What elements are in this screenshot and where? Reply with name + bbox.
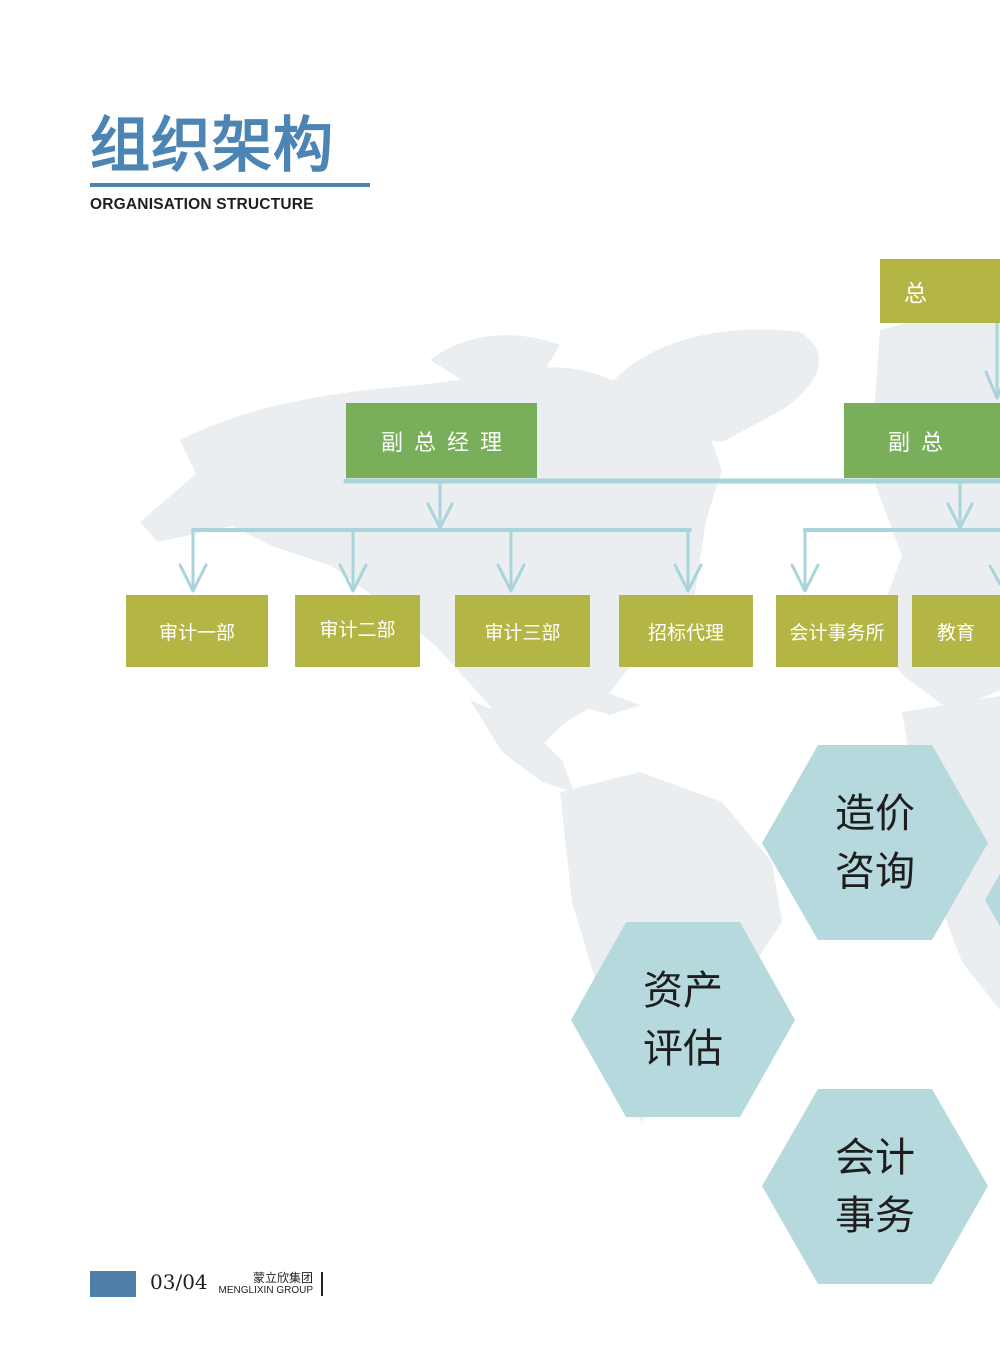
org-box-deputy-2: 副总	[844, 403, 1000, 478]
hexagon-label-line: 会计	[835, 1135, 915, 1181]
org-box-label: 副总	[888, 430, 955, 456]
page-number: 03/04	[150, 1270, 208, 1294]
map-central-america	[470, 700, 574, 792]
hexagon-service-3	[762, 1089, 988, 1284]
hexagon-service-2	[571, 922, 795, 1117]
org-box-label: 副总经理	[380, 430, 513, 456]
hexagon-label-line: 事务	[835, 1193, 915, 1239]
org-box-audit-dept-3: 审计三部	[455, 595, 590, 667]
hexagon-label-line: 评估	[643, 1026, 723, 1072]
arrowhead-dept-2	[338, 563, 368, 593]
arrowhead-dept-6-partial	[988, 564, 1000, 586]
org-box-label: 教育	[936, 621, 975, 644]
arrowhead-dept-1	[178, 563, 208, 593]
arrowhead-top	[984, 370, 1000, 400]
map-greenland	[604, 329, 820, 442]
org-box-general-manager: 总	[880, 259, 1000, 323]
hexagon-label-asset-appraisal: 资产 评估	[570, 962, 796, 1078]
hexagon-label-line: 咨询	[835, 849, 915, 895]
arrowhead-dept-3	[496, 563, 526, 593]
org-box-deputy-1: 副总经理	[346, 403, 537, 478]
org-box-label: 会计事务所	[789, 621, 885, 644]
arrowhead-dept-5	[790, 563, 820, 593]
hexagon-label-accounting-affairs: 会计 事务	[762, 1129, 988, 1245]
page-title: 组织架构	[90, 111, 334, 181]
org-box-bidding-agency: 招标代理	[619, 595, 753, 667]
org-box-accounting-firm: 会计事务所	[776, 595, 898, 667]
org-box-label: 审计三部	[484, 621, 561, 644]
footer-company-name-cn: 蒙立欣集团	[252, 1271, 313, 1285]
hexagon-label-line: 造价	[835, 791, 915, 837]
footer-company-name-en: MENGLIXIN GROUP	[218, 1285, 313, 1296]
org-box-label: 招标代理	[647, 621, 724, 644]
org-box-label: 总	[904, 281, 927, 307]
org-box-label: 审计二部	[319, 618, 396, 641]
hexagon-service-1	[762, 745, 988, 940]
hexagon-partial-right	[985, 873, 1000, 927]
org-box-education: 教育	[912, 595, 1000, 667]
org-box-label: 审计一部	[158, 621, 235, 644]
hexagon-label-line: 资产	[643, 968, 723, 1014]
page-subtitle: ORGANISATION STRUCTURE	[90, 196, 314, 213]
footer-color-block	[90, 1271, 136, 1297]
map-north-islands	[430, 335, 560, 385]
footer-divider	[321, 1272, 323, 1296]
map-caribbean	[560, 690, 640, 715]
title-underline	[90, 183, 370, 187]
org-box-audit-dept-1: 审计一部	[126, 595, 268, 667]
hexagon-label-cost-consulting: 造价 咨询	[762, 785, 988, 901]
arrowhead-dept-4	[673, 563, 703, 593]
org-box-audit-dept-2: 审计二部	[295, 595, 420, 667]
